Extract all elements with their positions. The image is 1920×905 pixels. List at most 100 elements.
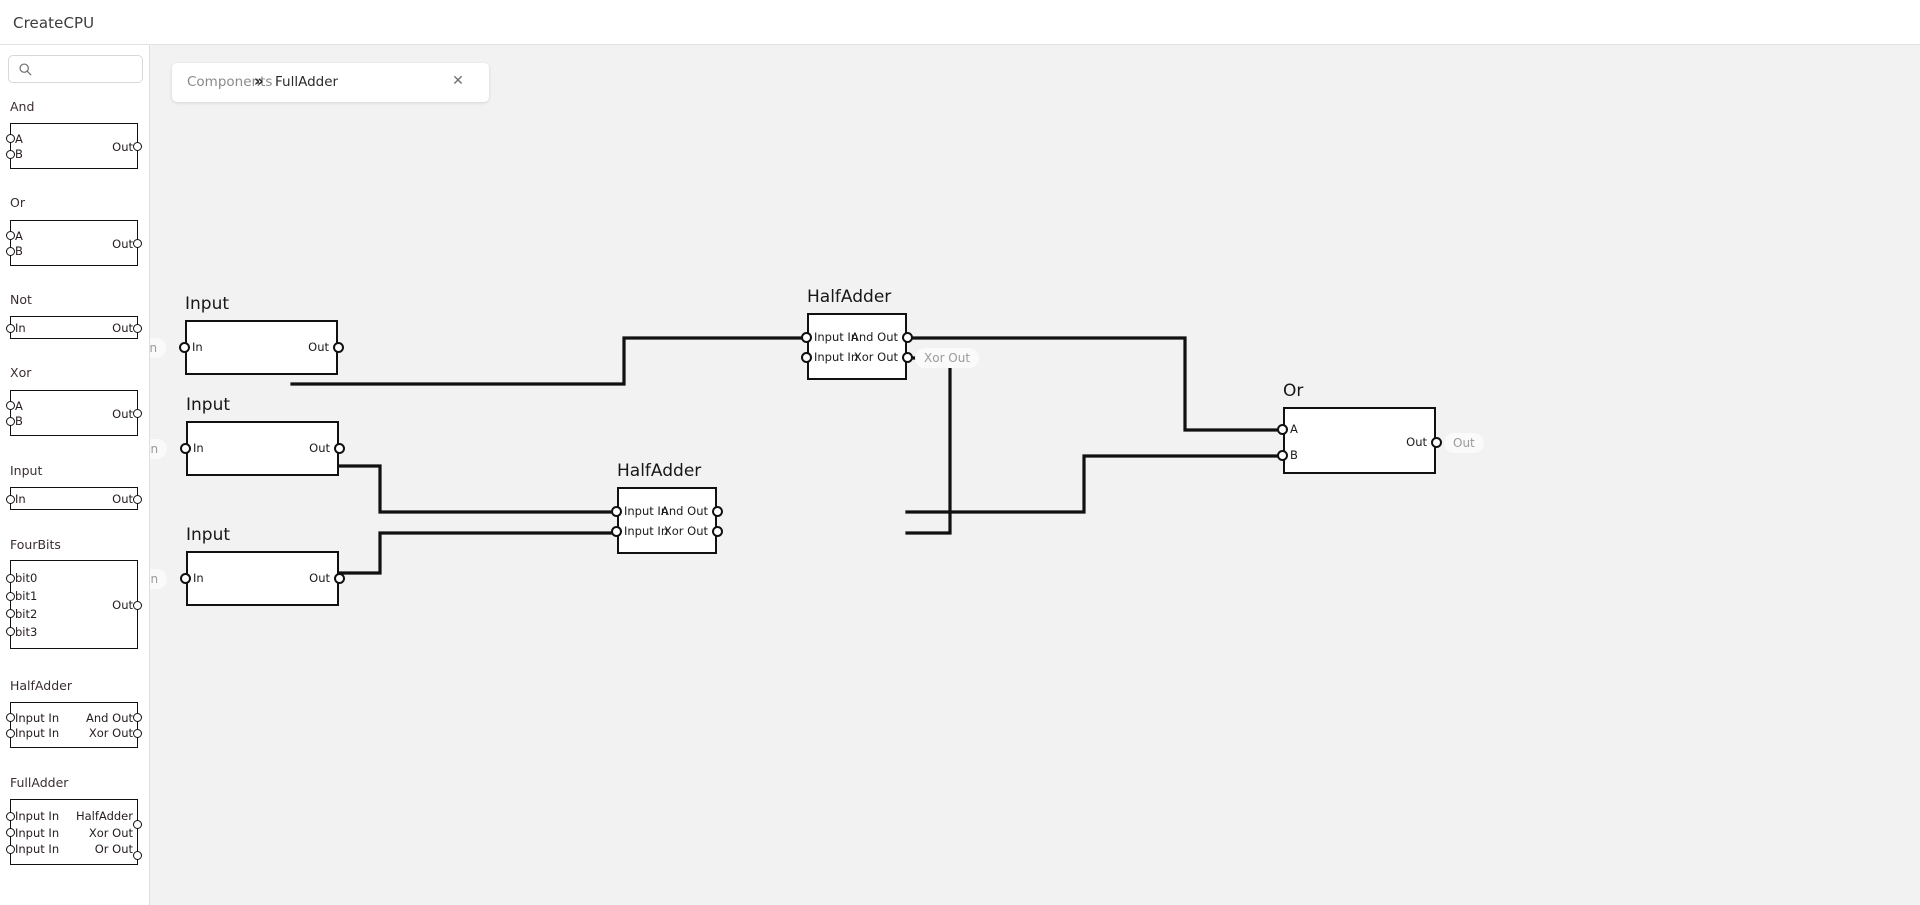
node-output-pin[interactable] [902, 332, 913, 343]
external-input-pin-label[interactable]: In [150, 337, 167, 358]
node-input-pin-label: Input In [624, 504, 669, 518]
palette-output-pin[interactable] [133, 851, 142, 861]
palette-output-pin[interactable] [133, 409, 142, 418]
node-input-pin[interactable] [1277, 450, 1288, 461]
search-box[interactable] [8, 55, 143, 83]
palette-input-pin[interactable] [6, 149, 15, 159]
palette-input-pin-label: Input In [15, 710, 60, 725]
palette-output-pin[interactable] [133, 600, 142, 610]
node-body[interactable] [185, 320, 338, 375]
external-output-pin-label[interactable]: Xor Out [915, 348, 980, 368]
palette-input-pin-label: B [15, 147, 23, 162]
palette-input-pin[interactable] [6, 323, 15, 333]
node-input-pin[interactable] [801, 352, 812, 363]
node-input-pin[interactable] [179, 341, 190, 353]
schematic-canvas[interactable]: Components » FullAdder ✕ InputInOutInInp… [150, 45, 1920, 905]
node-output-pin[interactable] [712, 506, 723, 517]
node-body[interactable] [186, 421, 339, 476]
title-bar: CreateCPU [0, 0, 1920, 45]
palette-input-pin[interactable] [6, 811, 15, 821]
node-output-pin[interactable] [902, 352, 913, 363]
palette-input-pin[interactable] [6, 573, 15, 583]
breadcrumb-components[interactable]: Components [187, 74, 273, 90]
palette-output-pin[interactable] [133, 142, 142, 151]
palette-input-pin[interactable] [6, 844, 15, 854]
node-input-1[interactable]: InputInOutIn [150, 294, 344, 375]
node-input-pin[interactable] [611, 506, 622, 517]
external-input-pin-label[interactable]: In [150, 568, 168, 589]
node-output-pin[interactable] [334, 442, 345, 454]
palette-input-pin[interactable] [6, 627, 15, 637]
node-output-pin[interactable] [712, 526, 723, 537]
external-output-pin-label[interactable]: Out [1444, 433, 1484, 453]
palette-input-pin[interactable] [6, 246, 15, 256]
wire-input2-to-halfadder-mid-a [293, 464, 619, 514]
palette-output-pin-label: Out [112, 406, 133, 421]
palette-output-pin[interactable] [133, 239, 142, 248]
palette-input-pin[interactable] [6, 231, 15, 241]
palette-input-pin[interactable] [6, 591, 15, 601]
palette-output-pin-label: Out [112, 598, 133, 612]
external-input-pin-label[interactable]: In [150, 438, 168, 459]
node-input-pin[interactable] [1277, 424, 1288, 435]
node-body[interactable] [1283, 407, 1436, 474]
node-input-2[interactable]: InputInOutIn [150, 395, 345, 476]
node-body[interactable] [807, 313, 907, 380]
palette-input-pin[interactable] [6, 416, 15, 426]
node-input-pin[interactable] [180, 572, 191, 584]
node-output-pin[interactable] [334, 572, 345, 584]
node-input-pin[interactable] [180, 442, 191, 454]
palette-input-pin[interactable] [6, 828, 15, 837]
palette-input-pin[interactable] [6, 609, 15, 619]
palette-output-pin[interactable] [133, 323, 142, 333]
palette-output-pin-label: And Out [86, 710, 133, 725]
palette-output-pin-label: HalfAdder [75, 809, 133, 823]
close-icon[interactable]: ✕ [452, 73, 464, 89]
node-input-pin[interactable] [611, 526, 622, 537]
node-output-pin-label: Xor Out [663, 524, 708, 538]
node-output-pin[interactable] [1431, 437, 1442, 448]
wire-halfadder-mid-xor-to-halfadder-top [806, 356, 952, 535]
palette-input-pin[interactable] [6, 401, 15, 411]
wire-input1-to-halfadder-top [290, 336, 810, 386]
node-input-pin[interactable] [801, 332, 812, 343]
palette-input-pin[interactable] [6, 728, 15, 738]
search-input[interactable] [37, 56, 137, 82]
node-output-pin-label: Out [308, 339, 329, 354]
search-icon [19, 63, 32, 76]
palette-output-pin[interactable] [133, 713, 142, 723]
palette-input-pin[interactable] [6, 134, 15, 144]
palette-input-pin[interactable] [6, 494, 15, 504]
node-output-pin[interactable] [333, 341, 344, 353]
palette-output-pin[interactable] [133, 820, 142, 830]
node-body[interactable] [617, 487, 717, 554]
palette-output-pin[interactable] [133, 728, 142, 738]
palette-input-pin-label: bit0 [15, 571, 38, 586]
node-output-pin-label: And Out [851, 330, 898, 344]
tab-fulladder[interactable]: Components » FullAdder ✕ [172, 63, 489, 102]
palette-output-pin[interactable] [133, 494, 142, 504]
node-input-3[interactable]: InputInOutIn [150, 525, 345, 606]
node-title: Input [186, 395, 231, 415]
palette-input-pin[interactable] [6, 713, 15, 723]
